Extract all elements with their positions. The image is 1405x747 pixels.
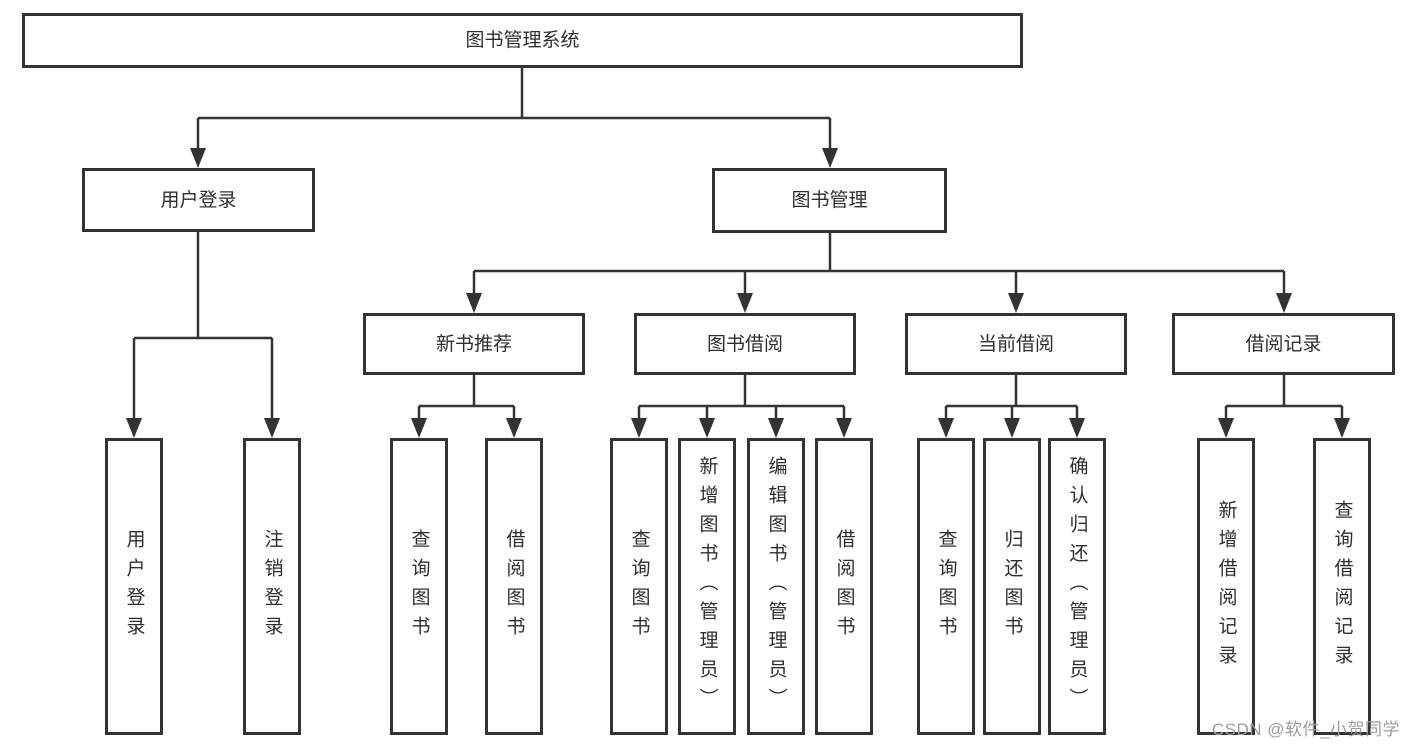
node-new-book-recommendation: 新书推荐 [363, 313, 585, 375]
leaf-borrow-add-books-admin: 新增图书（管理员） [678, 438, 736, 735]
node-current-borrowing: 当前借阅 [905, 313, 1127, 375]
leaf-user-login-label: 用户登录 [123, 528, 145, 645]
node-current-borrowing-label: 当前借阅 [977, 333, 1054, 355]
leaf-borrow-query-books: 查询图书 [610, 438, 668, 735]
leaf-records-add-record-label: 新增借阅记录 [1215, 499, 1237, 674]
csdn-watermark: CSDN @软件_小贺同学 [1211, 720, 1400, 739]
leaf-newbooks-borrow-books-label: 借阅图书 [503, 528, 525, 645]
node-borrowing-records-label: 借阅记录 [1245, 333, 1322, 355]
node-library-system: 图书管理系统 [22, 13, 1023, 68]
leaf-newbooks-query-books: 查询图书 [390, 438, 448, 735]
leaf-borrow-query-books-label: 查询图书 [628, 528, 650, 645]
leaf-borrow-borrow-books-label: 借阅图书 [833, 528, 855, 645]
node-borrowing-records: 借阅记录 [1172, 313, 1395, 375]
leaf-current-query-books: 查询图书 [917, 438, 975, 735]
node-new-book-recommendation-label: 新书推荐 [435, 333, 512, 355]
leaf-borrow-edit-books-admin-label: 编辑图书（管理员） [765, 456, 787, 717]
node-user-login: 用户登录 [82, 168, 315, 232]
node-library-system-label: 图书管理系统 [465, 30, 580, 51]
leaf-borrow-borrow-books: 借阅图书 [815, 438, 873, 735]
node-book-management: 图书管理 [712, 168, 947, 233]
leaf-current-query-books-label: 查询图书 [935, 528, 957, 645]
leaf-current-return-books: 归还图书 [983, 438, 1041, 735]
node-book-management-label: 图书管理 [791, 190, 868, 211]
leaf-current-confirm-return-admin: 确认归还（管理员） [1048, 438, 1106, 735]
leaf-newbooks-borrow-books: 借阅图书 [485, 438, 543, 735]
leaf-current-confirm-return-admin-label: 确认归还（管理员） [1066, 456, 1088, 717]
leaf-records-add-record: 新增借阅记录 [1197, 438, 1255, 735]
leaf-records-query-record-label: 查询借阅记录 [1331, 499, 1353, 674]
leaf-newbooks-query-books-label: 查询图书 [408, 528, 430, 645]
node-book-borrowing-label: 图书借阅 [706, 333, 783, 355]
leaf-borrow-add-books-admin-label: 新增图书（管理员） [696, 456, 718, 717]
leaf-logout-label: 注销登录 [261, 528, 283, 645]
leaf-logout: 注销登录 [243, 438, 301, 735]
node-book-borrowing: 图书借阅 [634, 313, 856, 375]
leaf-user-login: 用户登录 [105, 438, 163, 735]
leaf-current-return-books-label: 归还图书 [1001, 528, 1023, 645]
leaf-borrow-edit-books-admin: 编辑图书（管理员） [747, 438, 805, 735]
node-user-login-label: 用户登录 [160, 189, 237, 211]
leaf-records-query-record: 查询借阅记录 [1313, 438, 1371, 735]
